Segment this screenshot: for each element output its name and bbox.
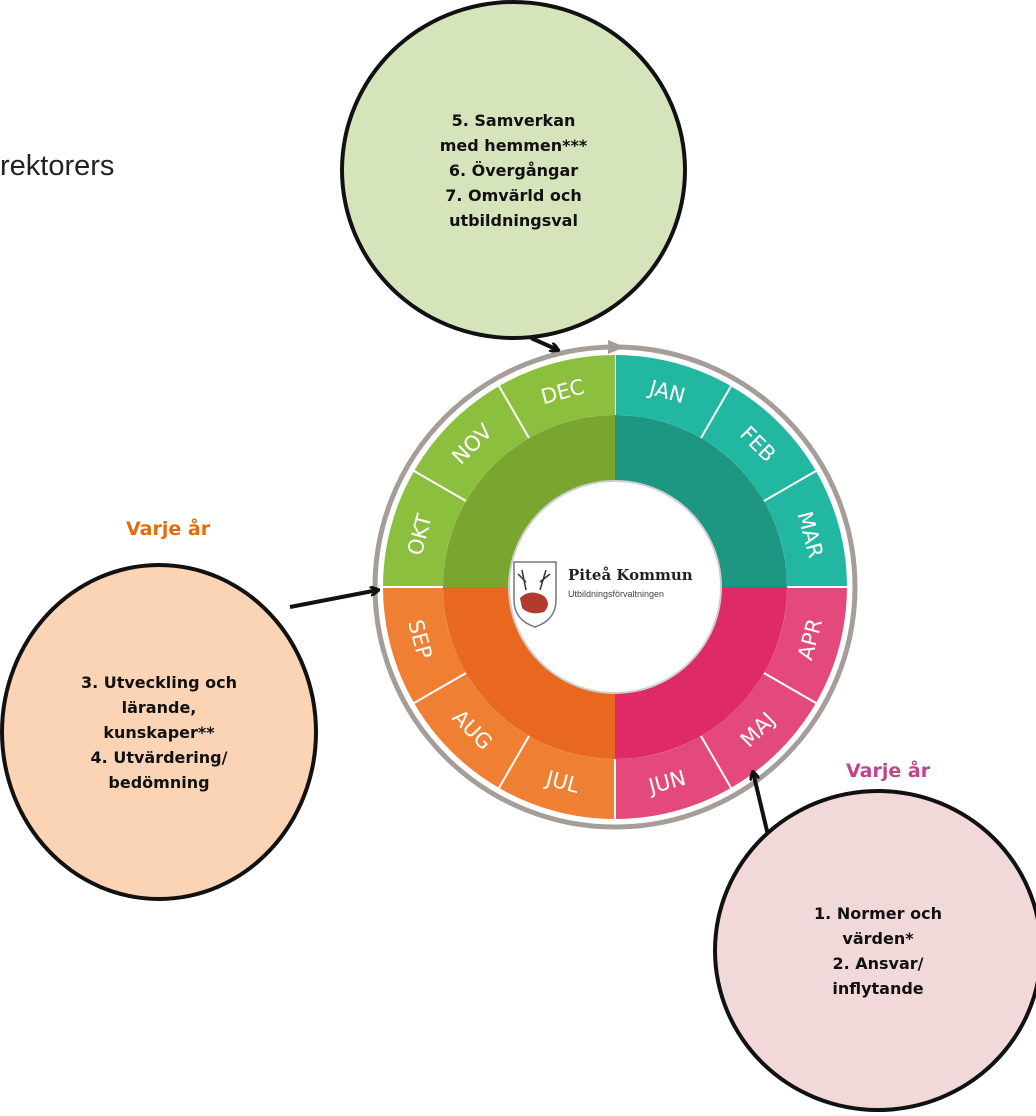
bubble-left-line: 3. Utveckling och [80, 672, 238, 692]
month-segment-jun [615, 735, 731, 819]
arrow-left-bubble [289, 590, 378, 609]
bubble-top-line: 7. Omvärld och [445, 185, 582, 205]
month-divider [700, 385, 732, 439]
partial-title-text: rektorers [0, 150, 115, 182]
center-logo-disc [508, 480, 722, 694]
bubble-top-line: 6. Övergångar [448, 160, 579, 180]
month-segment-aug [414, 673, 529, 788]
month-segment-okt [383, 471, 467, 587]
month-segment-feb [701, 386, 816, 501]
bubble-right-line: 2. Ansvar/ [832, 953, 924, 973]
bubble-left-line: lärande, [121, 697, 197, 717]
season-inner-ring [443, 415, 615, 587]
month-segment-sep [383, 587, 467, 703]
month-segments [383, 355, 847, 819]
arrow-top-bubble [530, 336, 558, 350]
varje-ar-label-right: Varje år [846, 760, 931, 782]
season-inner-ring [615, 587, 787, 759]
bubble-right-line: 1. Normer och [814, 903, 942, 923]
varje-ar-label-left: Varje år [126, 518, 211, 540]
bubble-samverkan: 5. Samverkan med hemmen*** 6. Övergångar… [340, 0, 687, 340]
reindeer-crest-icon [513, 561, 557, 628]
month-segment-jul [499, 735, 615, 819]
bubble-left-line: bedömning [108, 772, 210, 792]
bubble-left-line: kunskaper** [103, 722, 215, 742]
month-divider [763, 470, 817, 502]
bubble-top-line: 5. Samverkan [451, 110, 576, 130]
bubble-right-line: inflytande [832, 978, 924, 998]
month-segment-nov [414, 386, 529, 501]
bubble-top-line: utbildningsval [449, 210, 578, 230]
month-divider [498, 385, 530, 439]
month-segment-mar [763, 471, 847, 587]
month-divider [413, 470, 467, 502]
month-segment-apr [763, 587, 847, 703]
month-segment-jan [615, 355, 731, 439]
month-divider [498, 735, 530, 789]
month-segment-maj [701, 673, 816, 788]
month-divider [763, 672, 817, 704]
bubble-utveckling: 3. Utveckling och lärande, kunskaper** 4… [0, 563, 318, 901]
bubble-right-line: värden* [842, 928, 914, 948]
bubble-top-line: med hemmen*** [439, 135, 588, 155]
season-inner-ring [443, 587, 615, 759]
month-divider [700, 735, 732, 789]
logo-name: Piteå Kommun [568, 566, 693, 584]
logo-department: Utbildningsförvaltningen [568, 589, 664, 599]
month-divider [413, 672, 467, 704]
ring-arrowhead [608, 340, 625, 354]
bubble-left-line: 4. Utvärdering/ [90, 747, 228, 767]
bubble-normer: 1. Normer och värden* 2. Ansvar/ inflyta… [713, 789, 1036, 1112]
month-segment-dec [499, 355, 615, 439]
season-inner-ring [615, 415, 787, 587]
